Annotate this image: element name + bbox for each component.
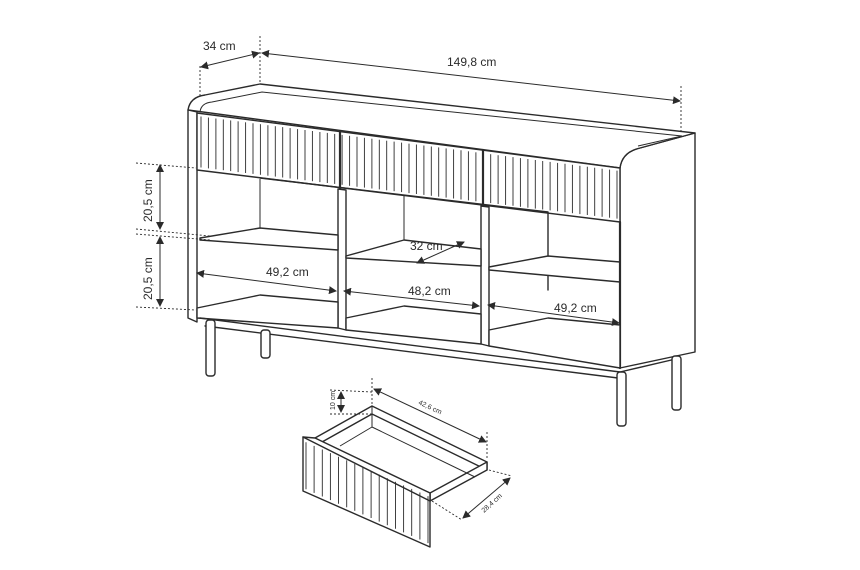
drawer-depth-label: 28,4 cm bbox=[481, 493, 504, 515]
shelf-left bbox=[199, 227, 339, 251]
sideboard-top-inner-edge bbox=[199, 91, 683, 147]
middle-width-label: 48,2 cm bbox=[408, 284, 451, 298]
shelf-depth-line bbox=[416, 241, 465, 264]
right-width-label: 49,2 cm bbox=[554, 301, 597, 315]
sideboard-left-edge bbox=[187, 109, 198, 323]
drawer bbox=[302, 405, 488, 548]
leg-back-left bbox=[260, 329, 271, 359]
leg-front-left bbox=[205, 319, 216, 377]
depth-label: 34 cm bbox=[203, 39, 236, 53]
sideboard-dimensions: 34 cm 149,8 cm 20,5 cm 20,5 cm 32 cm 49,… bbox=[135, 36, 682, 327]
left-width-line bbox=[196, 269, 337, 295]
bottom-board bbox=[196, 294, 339, 329]
drawer-length-line bbox=[373, 388, 487, 443]
bottom-board-mid bbox=[345, 305, 482, 345]
shelf-height-label: 20,5 cm bbox=[141, 257, 155, 300]
divider-left bbox=[337, 188, 347, 331]
leg-front-right bbox=[616, 371, 627, 427]
divider-right bbox=[480, 205, 490, 347]
width-label: 149,8 cm bbox=[447, 55, 496, 69]
left-width-label: 49,2 cm bbox=[266, 265, 309, 279]
middle-width-line bbox=[343, 287, 480, 310]
drawer-height-label: 20,5 cm bbox=[141, 179, 155, 222]
plinth-frame-lower bbox=[204, 325, 619, 379]
sideboard bbox=[187, 83, 696, 427]
shelf-right bbox=[488, 255, 621, 283]
right-width-line bbox=[487, 301, 620, 327]
drawer-right-side bbox=[429, 461, 488, 502]
leg-back-right bbox=[671, 355, 682, 411]
drawer-flutes bbox=[200, 116, 618, 219]
width-dimension-line bbox=[261, 49, 681, 105]
depth-dimension-line bbox=[200, 50, 260, 70]
drawer-depth-line bbox=[462, 477, 511, 519]
drawer-length-label: 42,6 cm bbox=[417, 399, 443, 416]
bottom-board-right bbox=[488, 317, 621, 369]
sideboard-right-panel bbox=[619, 132, 696, 369]
drawer-front-flutes bbox=[305, 442, 429, 544]
drawer-height-label: 10 cm bbox=[330, 391, 337, 410]
shelf-depth-label: 32 cm bbox=[410, 239, 443, 253]
sideboard-top bbox=[187, 83, 696, 169]
